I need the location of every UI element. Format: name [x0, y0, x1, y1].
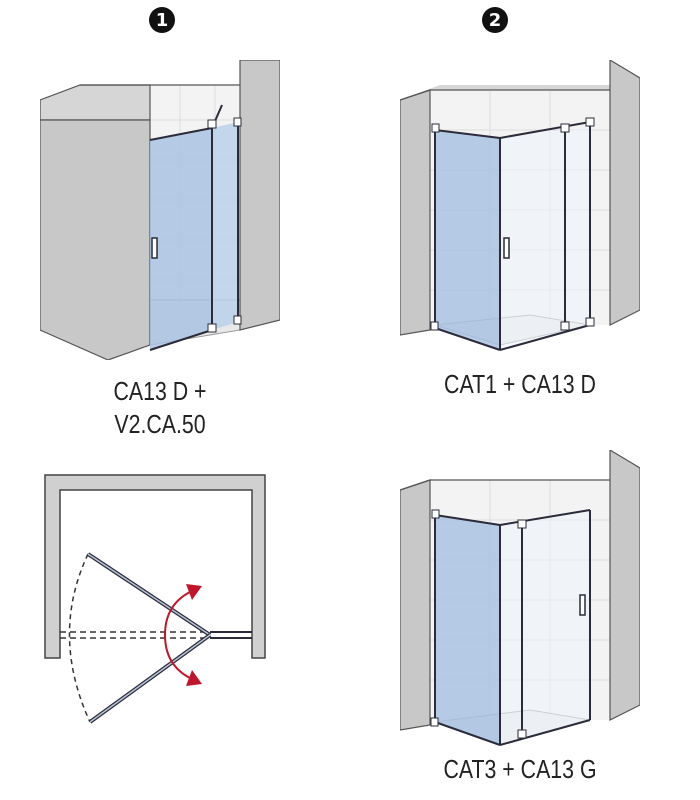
shower-illustration-2: [400, 60, 640, 351]
number-badge-2: 2: [482, 7, 508, 33]
caption-config-2: CAT1 + CA13 D: [444, 369, 596, 399]
caption-config-1-line-1: CA13 D +: [113, 376, 207, 406]
shower-illustration-3: [400, 450, 640, 746]
shower-illustration-1: [40, 60, 280, 360]
caption-config-3: CAT3 + CA13 G: [443, 754, 597, 784]
caption-config-1-line-2: V2.CA.50: [114, 409, 206, 439]
door-swing-plan-view: [44, 474, 266, 724]
number-badge-1: 1: [149, 7, 175, 33]
